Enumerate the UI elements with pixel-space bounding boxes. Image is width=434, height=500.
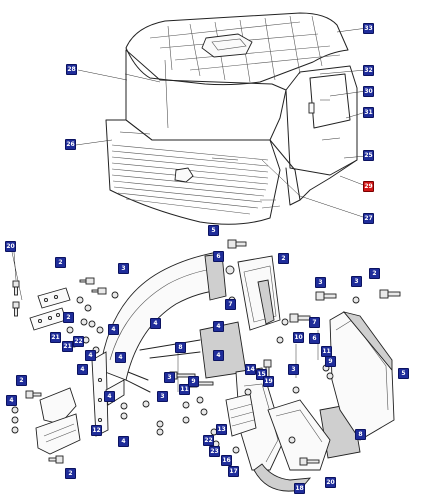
callout-21[interactable]: 21	[50, 332, 61, 343]
callout-7[interactable]: 7	[225, 299, 236, 310]
callout-22[interactable]: 22	[73, 336, 84, 347]
fender-bracket	[91, 351, 109, 437]
nut	[225, 265, 235, 275]
callout-17[interactable]: 17	[228, 466, 239, 477]
callout-25[interactable]: 25	[363, 150, 374, 161]
callout-3[interactable]: 3	[351, 276, 362, 287]
callout-5[interactable]: 5	[208, 225, 219, 236]
callout-2[interactable]: 2	[369, 268, 380, 279]
bolt	[227, 239, 247, 249]
bolt	[12, 280, 20, 296]
callout-2[interactable]: 2	[16, 375, 27, 386]
callout-2[interactable]: 2	[278, 253, 289, 264]
truck-cab	[75, 12, 368, 225]
callout-12[interactable]: 12	[91, 425, 102, 436]
callout-18[interactable]: 18	[294, 483, 305, 494]
windshield	[125, 49, 287, 141]
callout-9[interactable]: 9	[325, 356, 336, 367]
callout-4[interactable]: 4	[104, 391, 115, 402]
callout-2[interactable]: 2	[63, 312, 74, 323]
callout-2[interactable]: 2	[55, 257, 66, 268]
callout-11[interactable]: 11	[179, 384, 190, 395]
callout-8[interactable]: 8	[355, 429, 366, 440]
callout-16[interactable]: 16	[221, 455, 232, 466]
grille-emblem	[174, 167, 194, 183]
callout-3[interactable]: 3	[118, 263, 129, 274]
callout-6[interactable]: 6	[213, 251, 224, 262]
callout-22[interactable]: 22	[203, 435, 214, 446]
bolt	[79, 277, 95, 285]
callout-4[interactable]: 4	[213, 350, 224, 361]
callout-20[interactable]: 20	[325, 477, 336, 488]
callout-3[interactable]: 3	[164, 372, 175, 383]
callout-23[interactable]: 23	[209, 446, 220, 457]
callout-4[interactable]: 4	[108, 324, 119, 335]
callout-21[interactable]: 21	[62, 341, 73, 352]
callout-33[interactable]: 33	[363, 23, 374, 34]
roof-hatch	[201, 33, 253, 58]
callout-20[interactable]: 20	[5, 241, 16, 252]
callout-3[interactable]: 3	[157, 391, 168, 402]
step-bracket	[39, 387, 77, 425]
callout-4[interactable]: 4	[213, 321, 224, 332]
callout-15[interactable]: 15	[256, 369, 267, 380]
front-panel	[105, 119, 281, 225]
door-window	[309, 73, 351, 129]
callout-2[interactable]: 2	[65, 468, 76, 479]
mirror-mount	[308, 102, 315, 114]
callout-4[interactable]: 4	[85, 350, 96, 361]
bolt	[289, 313, 311, 323]
mounting-plate	[37, 287, 71, 309]
callout-4[interactable]: 4	[115, 352, 126, 363]
bolt	[315, 291, 337, 301]
callout-8[interactable]: 8	[175, 342, 186, 353]
callout-4[interactable]: 4	[77, 364, 88, 375]
bolt	[91, 287, 107, 295]
callout-5[interactable]: 5	[398, 368, 409, 379]
callout-7[interactable]: 7	[309, 317, 320, 328]
cab-door	[285, 65, 358, 176]
callout-31[interactable]: 31	[363, 107, 374, 118]
bolt	[12, 301, 20, 317]
callout-14[interactable]: 14	[245, 364, 256, 375]
callout-4[interactable]: 4	[6, 395, 17, 406]
right-fender-assembly	[199, 239, 401, 492]
cab-roof	[125, 12, 349, 86]
callout-4[interactable]: 4	[118, 436, 129, 447]
callout-13[interactable]: 13	[216, 424, 227, 435]
callout-6[interactable]: 6	[309, 333, 320, 344]
bolt	[299, 457, 320, 466]
callout-26[interactable]: 26	[65, 139, 76, 150]
bolt	[379, 289, 401, 299]
bolt	[48, 455, 64, 464]
callout-3[interactable]: 3	[315, 277, 326, 288]
callout-4[interactable]: 4	[150, 318, 161, 329]
callout-9[interactable]: 9	[188, 376, 199, 387]
washer	[111, 291, 119, 299]
callout-3[interactable]: 3	[288, 364, 299, 375]
callout-27[interactable]: 27	[363, 213, 374, 224]
callout-32[interactable]: 32	[363, 65, 374, 76]
callout-30[interactable]: 30	[363, 86, 374, 97]
callout-28[interactable]: 28	[66, 64, 77, 75]
bolt	[25, 390, 42, 399]
callout-29-highlighted[interactable]: 29	[363, 181, 374, 192]
callout-19[interactable]: 19	[263, 376, 274, 387]
callout-10[interactable]: 10	[293, 332, 304, 343]
